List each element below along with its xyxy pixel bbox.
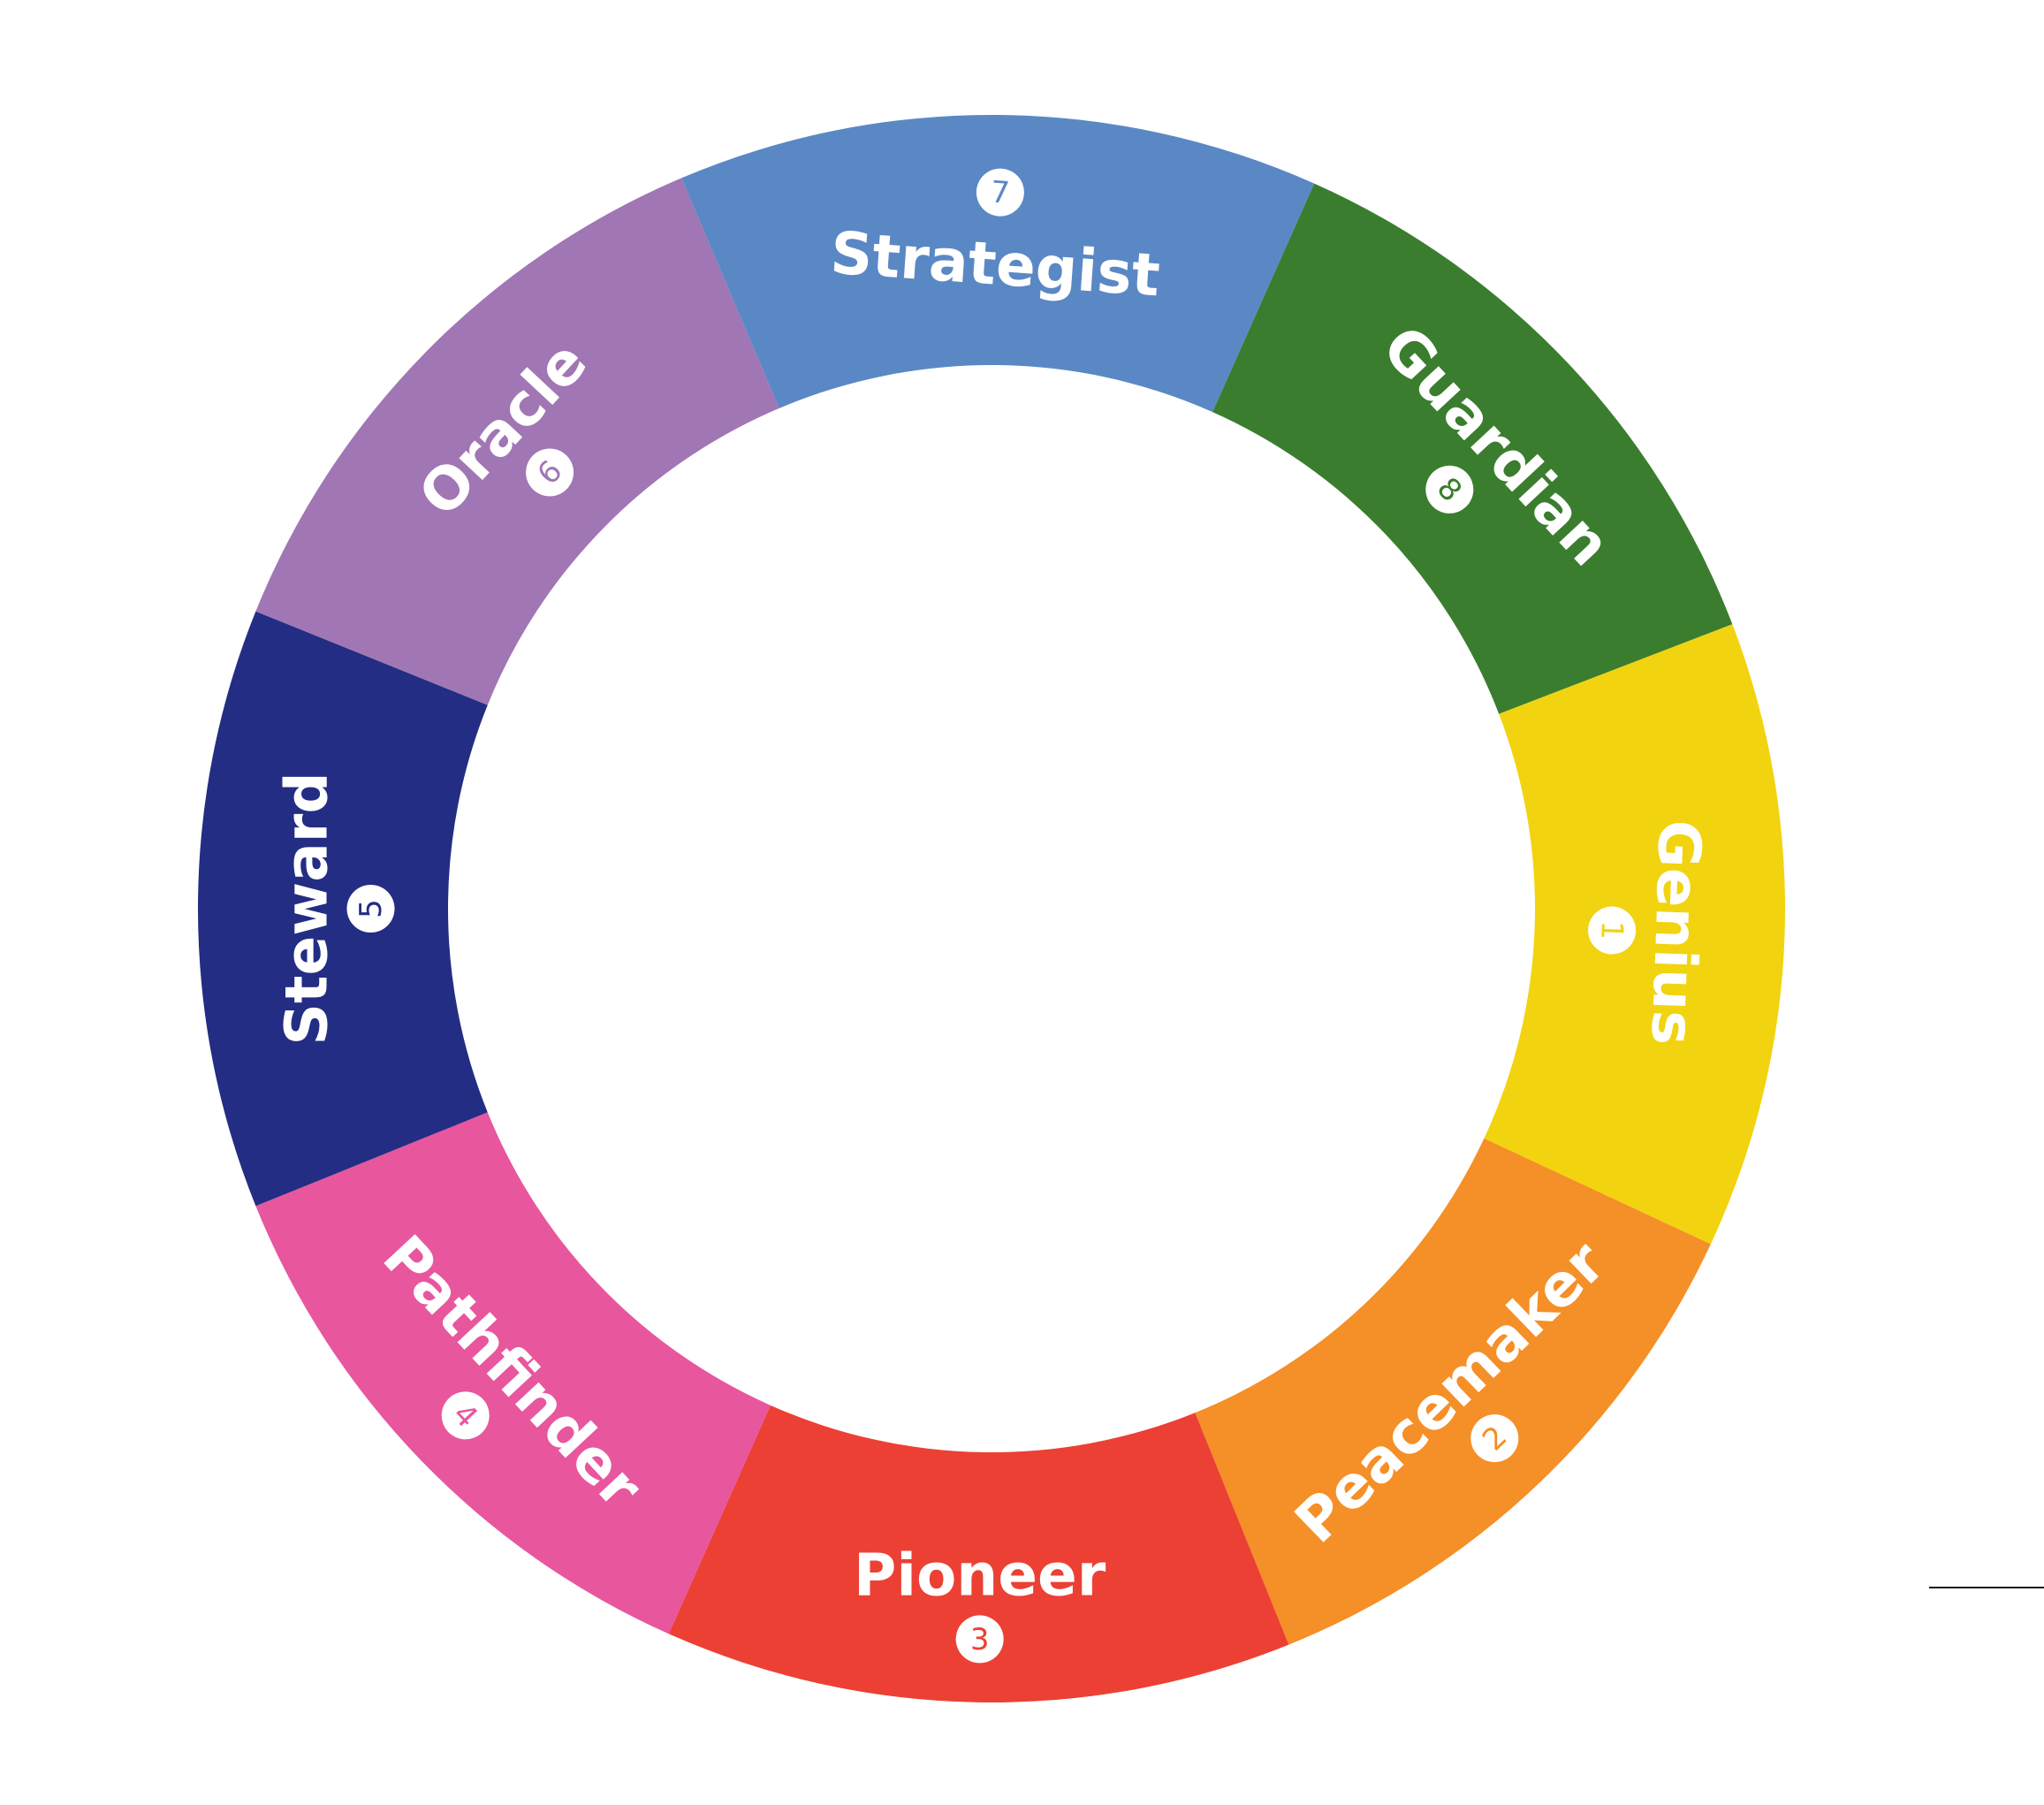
number-badge: [1470, 1414, 1519, 1463]
segment-steward: [198, 611, 488, 1207]
segment-name: Steward: [273, 772, 341, 1045]
label-genius: Genius 1: [1588, 819, 1714, 1047]
number-badge: [346, 885, 395, 933]
segment-strategist: [681, 114, 1315, 413]
segment-number: 5: [353, 899, 389, 918]
segment-guardian: [1212, 183, 1733, 714]
label-pioneer: Pioneer 3: [854, 1541, 1106, 1664]
segment-number: 1: [1593, 920, 1630, 941]
number-badge: [1588, 906, 1637, 955]
label-steward: Steward 5: [273, 772, 395, 1046]
segment-oracle: [255, 178, 779, 705]
number-badge: [955, 1615, 1004, 1664]
segment-number: 3: [970, 1622, 990, 1657]
segment-number: 7: [990, 174, 1011, 210]
segment-name: Pioneer: [854, 1541, 1106, 1609]
number-badge: [526, 448, 574, 497]
number-badge: [976, 168, 1024, 217]
segment-name: Genius: [1638, 819, 1714, 1046]
edge-rule: [1929, 1587, 2044, 1588]
number-badge: [441, 1391, 490, 1440]
number-badge: [1425, 465, 1474, 514]
segment-peacemaker: [1195, 1138, 1711, 1645]
segment-pioneer: [668, 1405, 1289, 1702]
segment-pathfinder: [255, 1112, 771, 1634]
wheel-segments: [198, 114, 1786, 1702]
